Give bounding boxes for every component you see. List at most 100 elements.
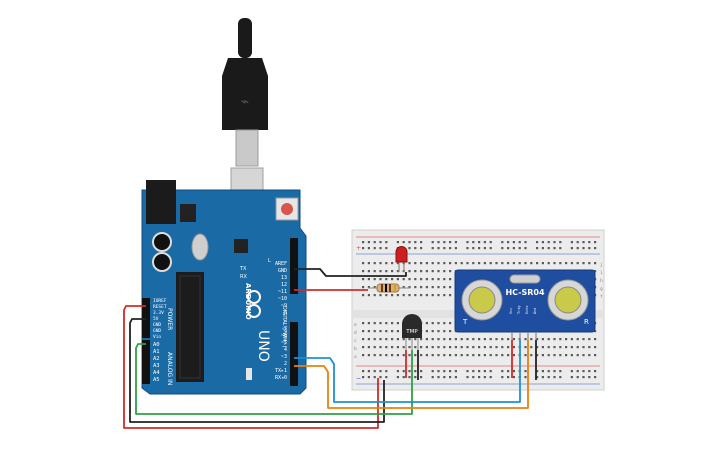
breadboard-hole[interactable] — [478, 262, 481, 265]
breadboard-hole[interactable] — [489, 338, 492, 341]
breadboard-hole[interactable] — [594, 330, 597, 333]
breadboard-hole[interactable] — [582, 346, 585, 349]
breadboard-hole[interactable] — [594, 346, 597, 349]
breadboard-hole[interactable] — [565, 346, 568, 349]
pin-9[interactable]: ~9 — [281, 303, 287, 309]
breadboard-hole[interactable] — [373, 376, 376, 379]
breadboard-hole[interactable] — [489, 262, 492, 265]
breadboard-hole[interactable] — [512, 376, 515, 379]
breadboard-hole[interactable] — [478, 241, 481, 244]
breadboard-hole[interactable] — [402, 241, 405, 244]
breadboard-hole[interactable] — [396, 330, 399, 333]
breadboard-hole[interactable] — [524, 370, 527, 373]
breadboard-hole[interactable] — [478, 354, 481, 357]
breadboard-hole[interactable] — [414, 278, 417, 281]
breadboard-hole[interactable] — [524, 376, 527, 379]
breadboard-hole[interactable] — [588, 376, 591, 379]
breadboard-hole[interactable] — [420, 241, 423, 244]
breadboard-hole[interactable] — [483, 376, 486, 379]
breadboard-hole[interactable] — [483, 370, 486, 373]
breadboard-hole[interactable] — [362, 376, 365, 379]
breadboard-hole[interactable] — [402, 346, 405, 349]
breadboard-hole[interactable] — [443, 262, 446, 265]
breadboard-hole[interactable] — [420, 354, 423, 357]
breadboard-hole[interactable] — [449, 370, 452, 373]
breadboard-hole[interactable] — [472, 338, 475, 341]
breadboard-hole[interactable] — [362, 278, 365, 281]
breadboard-hole[interactable] — [373, 346, 376, 349]
breadboard-hole[interactable] — [362, 370, 365, 373]
breadboard-hole[interactable] — [570, 241, 573, 244]
breadboard-hole[interactable] — [570, 338, 573, 341]
breadboard-hole[interactable] — [443, 370, 446, 373]
breadboard-hole[interactable] — [472, 346, 475, 349]
breadboard-hole[interactable] — [414, 286, 417, 289]
breadboard-hole[interactable] — [454, 370, 457, 373]
breadboard-hole[interactable] — [594, 247, 597, 250]
breadboard-hole[interactable] — [512, 241, 515, 244]
breadboard-hole[interactable] — [489, 370, 492, 373]
breadboard-hole[interactable] — [495, 354, 498, 357]
breadboard-hole[interactable] — [454, 338, 457, 341]
breadboard-hole[interactable] — [518, 262, 521, 265]
breadboard-hole[interactable] — [501, 376, 504, 379]
breadboard-hole[interactable] — [443, 286, 446, 289]
breadboard-hole[interactable] — [437, 346, 440, 349]
breadboard-hole[interactable] — [391, 322, 394, 325]
breadboard-hole[interactable] — [483, 346, 486, 349]
breadboard-hole[interactable] — [431, 294, 434, 297]
breadboard-hole[interactable] — [396, 354, 399, 357]
breadboard-hole[interactable] — [454, 247, 457, 250]
breadboard-hole[interactable] — [454, 241, 457, 244]
breadboard-hole[interactable] — [379, 376, 382, 379]
breadboard-hole[interactable] — [431, 370, 434, 373]
breadboard-hole[interactable] — [391, 354, 394, 357]
breadboard-hole[interactable] — [362, 322, 365, 325]
pin-a4[interactable]: A4 — [153, 370, 160, 376]
breadboard-hole[interactable] — [449, 270, 452, 273]
breadboard-hole[interactable] — [449, 247, 452, 250]
breadboard-hole[interactable] — [594, 354, 597, 357]
breadboard-hole[interactable] — [565, 338, 568, 341]
breadboard-hole[interactable] — [362, 338, 365, 341]
breadboard-hole[interactable] — [541, 247, 544, 250]
breadboard-hole[interactable] — [536, 354, 539, 357]
breadboard-hole[interactable] — [367, 262, 370, 265]
breadboard-hole[interactable] — [588, 241, 591, 244]
breadboard-hole[interactable] — [588, 338, 591, 341]
breadboard-hole[interactable] — [588, 370, 591, 373]
breadboard-hole[interactable] — [570, 247, 573, 250]
breadboard-hole[interactable] — [588, 247, 591, 250]
breadboard-hole[interactable] — [414, 241, 417, 244]
breadboard-hole[interactable] — [466, 354, 469, 357]
breadboard-hole[interactable] — [570, 370, 573, 373]
breadboard-hole[interactable] — [385, 322, 388, 325]
breadboard-hole[interactable] — [570, 346, 573, 349]
pin-gnd-1[interactable]: GND — [153, 322, 161, 328]
breadboard-hole[interactable] — [391, 262, 394, 265]
sensor-pin-echo[interactable]: Echo — [525, 306, 529, 314]
breadboard-hole[interactable] — [431, 278, 434, 281]
breadboard-hole[interactable] — [489, 376, 492, 379]
breadboard-hole[interactable] — [367, 370, 370, 373]
pin-a5[interactable]: A5 — [153, 377, 160, 383]
breadboard-hole[interactable] — [408, 270, 411, 273]
breadboard-hole[interactable] — [373, 354, 376, 357]
breadboard-hole[interactable] — [449, 376, 452, 379]
breadboard-hole[interactable] — [367, 346, 370, 349]
breadboard-hole[interactable] — [385, 270, 388, 273]
breadboard-hole[interactable] — [408, 241, 411, 244]
pin-aref[interactable]: AREF — [275, 261, 287, 267]
breadboard-hole[interactable] — [472, 247, 475, 250]
wires[interactable] — [123, 268, 537, 429]
breadboard-hole[interactable] — [541, 338, 544, 341]
breadboard-hole[interactable] — [594, 376, 597, 379]
breadboard-hole[interactable] — [437, 278, 440, 281]
breadboard-hole[interactable] — [553, 354, 556, 357]
breadboard-hole[interactable] — [402, 354, 405, 357]
breadboard-hole[interactable] — [367, 330, 370, 333]
breadboard-hole[interactable] — [425, 338, 428, 341]
sensor-pin-gnd[interactable]: Gnd — [533, 308, 537, 314]
breadboard-hole[interactable] — [576, 338, 579, 341]
pin-a2[interactable]: A2 — [153, 356, 160, 362]
